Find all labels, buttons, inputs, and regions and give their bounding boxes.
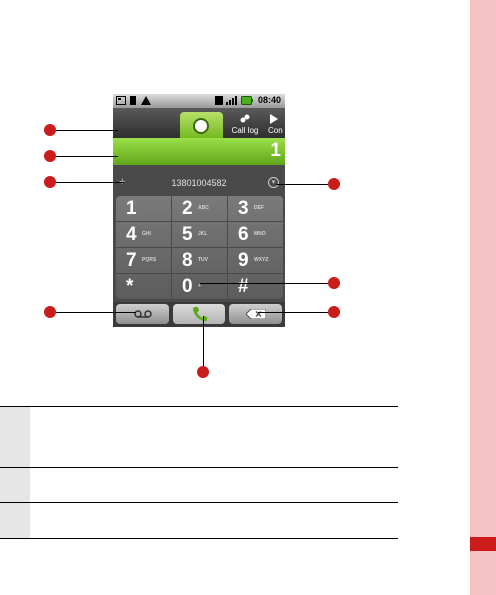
- digits-value: 1: [270, 140, 281, 161]
- key-digit: 9: [238, 250, 249, 271]
- key-letters: TUV: [198, 257, 208, 263]
- key-star[interactable]: *: [116, 274, 172, 300]
- phone-icon: [193, 118, 209, 134]
- table-rule: [0, 538, 398, 539]
- smart-dial-match[interactable]: + 13801004582 ▾: [113, 171, 285, 191]
- call-log-icon: [240, 114, 250, 123]
- key-letters: ABC: [198, 205, 209, 211]
- callout-line: [203, 316, 204, 366]
- key-digit: 6: [238, 224, 249, 245]
- callout-line: [56, 182, 124, 183]
- backspace-icon: [246, 309, 266, 319]
- key-letters: MNO: [254, 231, 266, 237]
- signal-icon: [226, 96, 237, 105]
- callout-line: [56, 312, 136, 313]
- status-time: 08:40: [257, 95, 281, 105]
- network-type-icon: [215, 96, 223, 105]
- table-row-label: [0, 407, 30, 467]
- key-hash[interactable]: #: [228, 274, 284, 300]
- key-3[interactable]: 3 DEF: [228, 196, 284, 222]
- call-button[interactable]: [173, 304, 225, 324]
- callout-marker: [44, 306, 56, 318]
- callout-marker: [44, 150, 56, 162]
- tab-call-log[interactable]: Call log: [228, 114, 262, 138]
- callout-marker: [328, 178, 340, 190]
- callout-line: [258, 312, 328, 313]
- key-4[interactable]: 4 GHI: [116, 222, 172, 248]
- voicemail-icon: [134, 310, 152, 318]
- key-letters: WXYZ: [254, 257, 269, 263]
- table-rule: [0, 467, 398, 468]
- callout-marker: [328, 306, 340, 318]
- callout-marker: [44, 176, 56, 188]
- key-7[interactable]: 7 PQRS: [116, 248, 172, 274]
- key-letters: JKL: [198, 231, 208, 237]
- key-digit: 2: [182, 198, 193, 219]
- key-digit: 0: [182, 276, 193, 297]
- callout-line: [56, 156, 118, 157]
- side-chapter-tab: [470, 537, 496, 551]
- side-strip: [470, 0, 496, 595]
- table-row-label: [0, 468, 30, 502]
- key-9[interactable]: 9 WXYZ: [228, 248, 284, 274]
- key-letters: GHI: [142, 231, 151, 237]
- key-digit: 4: [126, 224, 137, 245]
- table-rule: [0, 406, 398, 407]
- contacts-icon: [270, 114, 278, 124]
- callout-marker: [197, 366, 209, 378]
- voicemail-button[interactable]: [116, 304, 169, 324]
- key-2[interactable]: 2 ABC: [172, 196, 228, 222]
- callout-line: [56, 130, 118, 131]
- tab-contacts-label: Con: [268, 126, 283, 135]
- status-bar: 08:40: [113, 94, 285, 108]
- key-0[interactable]: 0 +: [172, 274, 228, 300]
- action-bar: [113, 302, 285, 327]
- expand-icon[interactable]: ▾: [268, 177, 279, 188]
- callout-marker: [44, 124, 56, 136]
- matched-number: 13801004582: [171, 178, 227, 188]
- table-rule: [0, 502, 398, 503]
- callout-line: [276, 184, 328, 185]
- key-digit: *: [126, 276, 134, 297]
- key-digit: 1: [126, 198, 137, 219]
- key-letters: DEF: [254, 205, 264, 211]
- delete-button[interactable]: [229, 304, 282, 324]
- warning-icon: [141, 96, 151, 105]
- key-digit: 8: [182, 250, 193, 271]
- key-5[interactable]: 5 JKL: [172, 222, 228, 248]
- key-letters: PQRS: [142, 257, 157, 263]
- usb-icon: [130, 96, 136, 105]
- tab-contacts[interactable]: Con: [268, 114, 285, 138]
- callout-marker: [328, 277, 340, 289]
- key-letters: +: [198, 283, 201, 289]
- callout-line: [200, 283, 328, 284]
- call-icon: [193, 307, 207, 321]
- tab-bar: Call log Con: [113, 108, 285, 139]
- key-digit: #: [238, 276, 249, 297]
- key-digit: 5: [182, 224, 193, 245]
- key-digit: 7: [126, 250, 137, 271]
- key-6[interactable]: 6 MNO: [228, 222, 284, 248]
- phone-screenshot: 08:40 Call log Con 1 + 13801004582 ▾ 1 2…: [113, 94, 285, 327]
- digits-field[interactable]: 1: [113, 138, 285, 165]
- key-digit: 3: [238, 198, 249, 219]
- table-row-label: [0, 503, 30, 538]
- key-1[interactable]: 1: [116, 196, 172, 222]
- battery-icon: [241, 96, 253, 105]
- dial-keypad: 1 2 ABC 3 DEF 4 GHI 5 JKL 6 MNO 7 PQRS 8: [116, 196, 284, 300]
- tab-call-log-label: Call log: [231, 126, 259, 135]
- key-8[interactable]: 8 TUV: [172, 248, 228, 274]
- sd-card-icon: [116, 96, 126, 105]
